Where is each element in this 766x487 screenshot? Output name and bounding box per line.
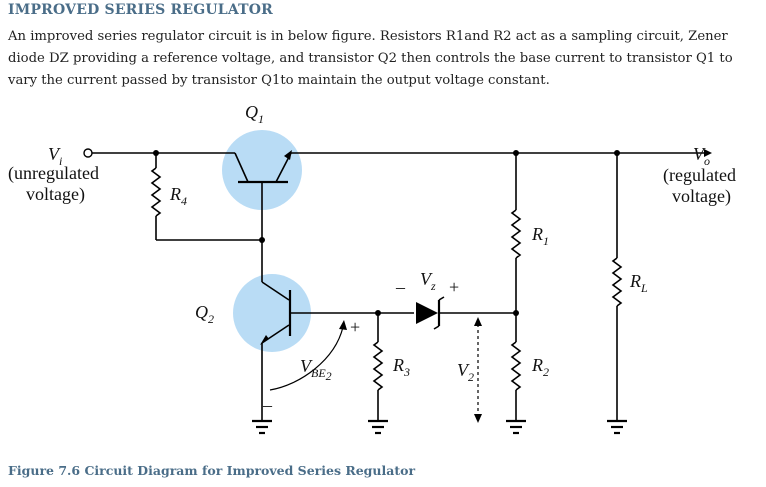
r2-label: R2 — [531, 355, 549, 379]
vbe2-plus-sign: + — [350, 317, 360, 337]
section-heading: IMPROVED SERIES REGULATOR — [8, 2, 273, 18]
r3-label: R3 — [392, 355, 410, 379]
top-rail-wire — [83, 148, 712, 158]
q1-label: Q1 — [245, 102, 264, 126]
r2-resistor — [510, 310, 522, 420]
vz-plus-sign: + — [449, 277, 459, 297]
r3-resistor — [372, 310, 384, 420]
q2-emitter-arrow-icon — [260, 335, 269, 345]
vout-note-1: (regulated — [663, 165, 736, 186]
q1-transistor — [234, 150, 292, 240]
ground-icon — [252, 419, 272, 435]
ground-icon — [607, 419, 627, 435]
r1-resistor — [510, 150, 522, 313]
q2-transistor-circle — [233, 274, 311, 352]
output-arrow-icon — [704, 149, 712, 157]
description-paragraph: An improved series regulator circuit is … — [8, 29, 733, 88]
figure-caption: Figure 7.6 Circuit Diagram for Improved … — [8, 463, 416, 478]
vout-note-2: voltage) — [672, 186, 731, 207]
vz-minus-sign: – — [395, 277, 406, 297]
vout-label: Vo — [693, 144, 710, 168]
v2-label: V2 — [457, 360, 474, 384]
vin-label: Vi — [48, 144, 62, 168]
zener-diode — [416, 296, 516, 330]
vin-note-2: voltage) — [26, 184, 85, 205]
r4-label: R4 — [169, 184, 187, 208]
q1-transistor-circle — [222, 130, 302, 210]
vbe2-measure-arrow — [269, 320, 347, 391]
ground-icon — [506, 419, 526, 435]
ground-icon — [368, 419, 388, 435]
vbe2-minus-sign: – — [262, 395, 273, 415]
q1-emitter-arrow-icon — [284, 150, 292, 160]
junction-dot — [259, 237, 265, 243]
rl-label: RL — [629, 271, 648, 295]
q2-transistor — [260, 240, 414, 420]
vbe2-label: VBE2 — [300, 356, 332, 383]
vin-note-1: (unregulated — [8, 163, 99, 184]
input-terminal — [83, 148, 93, 158]
v2-measure-arrow — [474, 317, 482, 423]
zener-triangle-icon — [416, 302, 438, 324]
rl-resistor — [611, 150, 623, 420]
junction-dot — [153, 150, 159, 156]
r1-label: R1 — [531, 224, 549, 248]
vz-label: Vz — [420, 269, 436, 293]
q2-label: Q2 — [195, 302, 214, 326]
